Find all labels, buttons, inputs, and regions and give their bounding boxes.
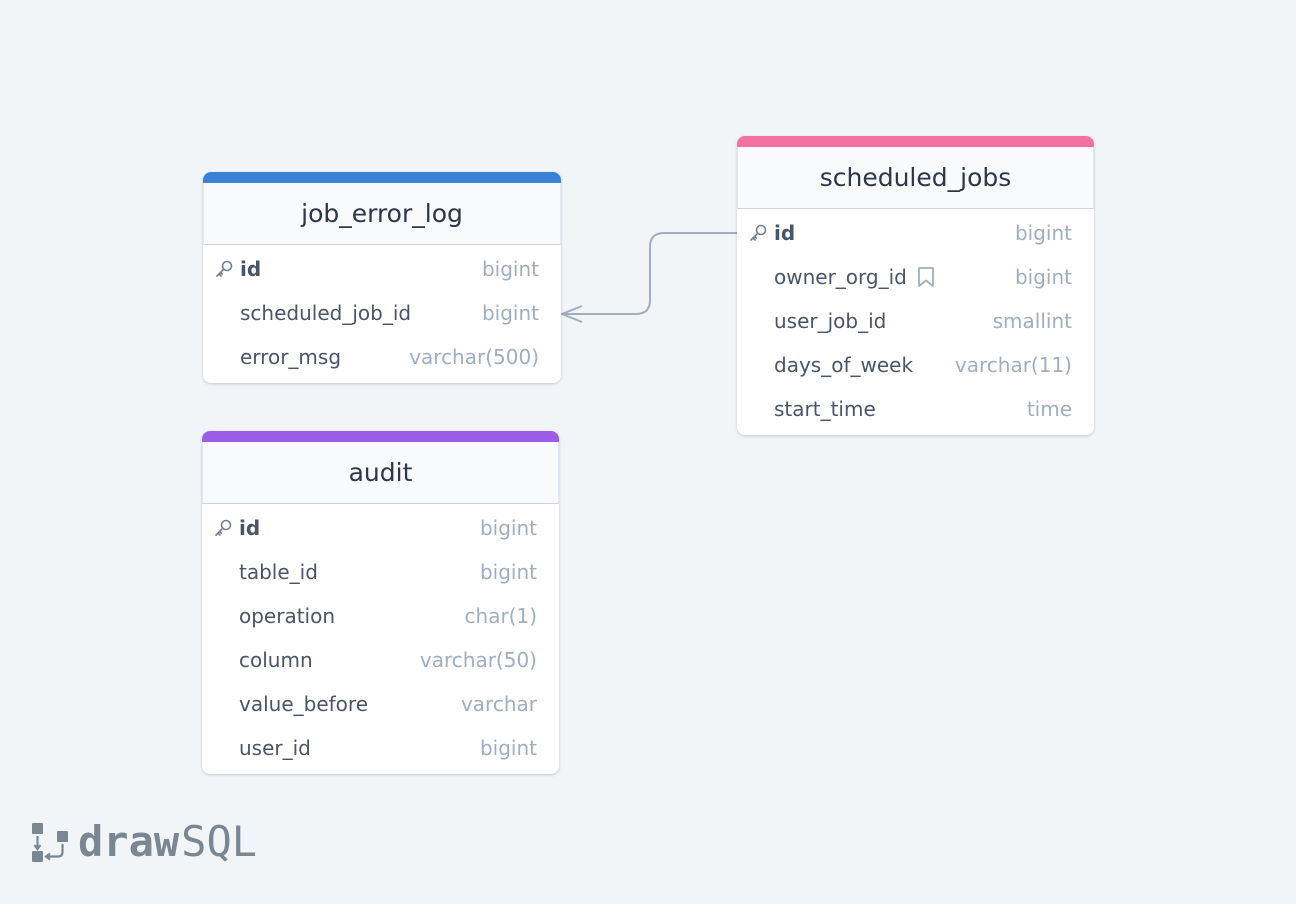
table-row[interactable]: id bigint	[202, 506, 559, 550]
column-name: user_job_id	[774, 309, 887, 333]
primary-key-icon	[216, 260, 233, 277]
column-name: table_id	[239, 560, 318, 584]
column-type: varchar(11)	[954, 353, 1072, 377]
column-name: error_msg	[240, 345, 342, 369]
column-type: bigint	[479, 560, 537, 584]
table-job-error-log[interactable]: job_error_log id bigint scheduled_job_id…	[203, 172, 561, 383]
table-header[interactable]: scheduled_jobs	[737, 147, 1094, 209]
column-name: id	[239, 516, 261, 540]
column-name: start_time	[774, 397, 876, 421]
crows-foot-many-icon	[559, 305, 583, 323]
column-name: days_of_week	[774, 353, 914, 377]
table-row[interactable]: user_job_id smallint	[737, 299, 1094, 343]
table-row[interactable]: error_msg varchar(500)	[203, 335, 561, 379]
table-row[interactable]: value_before varchar	[202, 682, 559, 726]
column-type: bigint	[1014, 265, 1072, 289]
table-row[interactable]: scheduled_job_id bigint	[203, 291, 561, 335]
table-row[interactable]: days_of_week varchar(11)	[737, 343, 1094, 387]
table-row[interactable]: operation char(1)	[202, 594, 559, 638]
bookmark-icon	[917, 267, 934, 287]
table-row[interactable]: start_time time	[737, 387, 1094, 431]
table-row[interactable]: owner_org_id bigint	[737, 255, 1094, 299]
column-name: value_before	[239, 692, 368, 716]
table-row[interactable]: table_id bigint	[202, 550, 559, 594]
drawsql-logo-icon	[32, 823, 68, 862]
column-type: time	[1026, 397, 1072, 421]
primary-key-icon	[750, 224, 767, 241]
logo-draw-text: draw	[78, 816, 180, 866]
column-name: user_id	[239, 736, 311, 760]
column-name: id	[240, 257, 262, 281]
column-name: id	[774, 221, 796, 245]
column-name: scheduled_job_id	[240, 301, 412, 325]
column-name: owner_org_id	[774, 265, 907, 289]
column-type: varchar	[460, 692, 537, 716]
primary-key-icon	[215, 519, 232, 536]
column-type: bigint	[481, 301, 539, 325]
logo-sql-text: SQL	[181, 816, 258, 866]
column-type: char(1)	[464, 604, 537, 628]
column-type: varchar(50)	[419, 648, 537, 672]
table-scheduled-jobs[interactable]: scheduled_jobs id bigint owner_org_id bi…	[737, 136, 1094, 435]
table-header[interactable]: job_error_log	[203, 183, 561, 245]
table-audit[interactable]: audit id bigint table_id bigint operatio…	[202, 431, 559, 774]
column-type: bigint	[479, 516, 537, 540]
column-name: column	[239, 648, 313, 672]
table-row[interactable]: column varchar(50)	[202, 638, 559, 682]
column-type: bigint	[1014, 221, 1072, 245]
column-type: varchar(500)	[409, 345, 539, 369]
table-accent-bar	[203, 172, 561, 183]
table-accent-bar	[202, 431, 559, 442]
table-row[interactable]: id bigint	[203, 247, 561, 291]
drawsql-logo[interactable]: draw SQL	[30, 816, 257, 866]
table-row[interactable]: user_id bigint	[202, 726, 559, 770]
column-name: operation	[239, 604, 336, 628]
table-header[interactable]: audit	[202, 442, 559, 504]
column-type: smallint	[992, 309, 1072, 333]
column-type: bigint	[479, 736, 537, 760]
column-type: bigint	[481, 257, 539, 281]
table-row[interactable]: id bigint	[737, 211, 1094, 255]
table-accent-bar	[737, 136, 1094, 147]
relation-line-scheduled-job-id[interactable]	[562, 232, 737, 315]
